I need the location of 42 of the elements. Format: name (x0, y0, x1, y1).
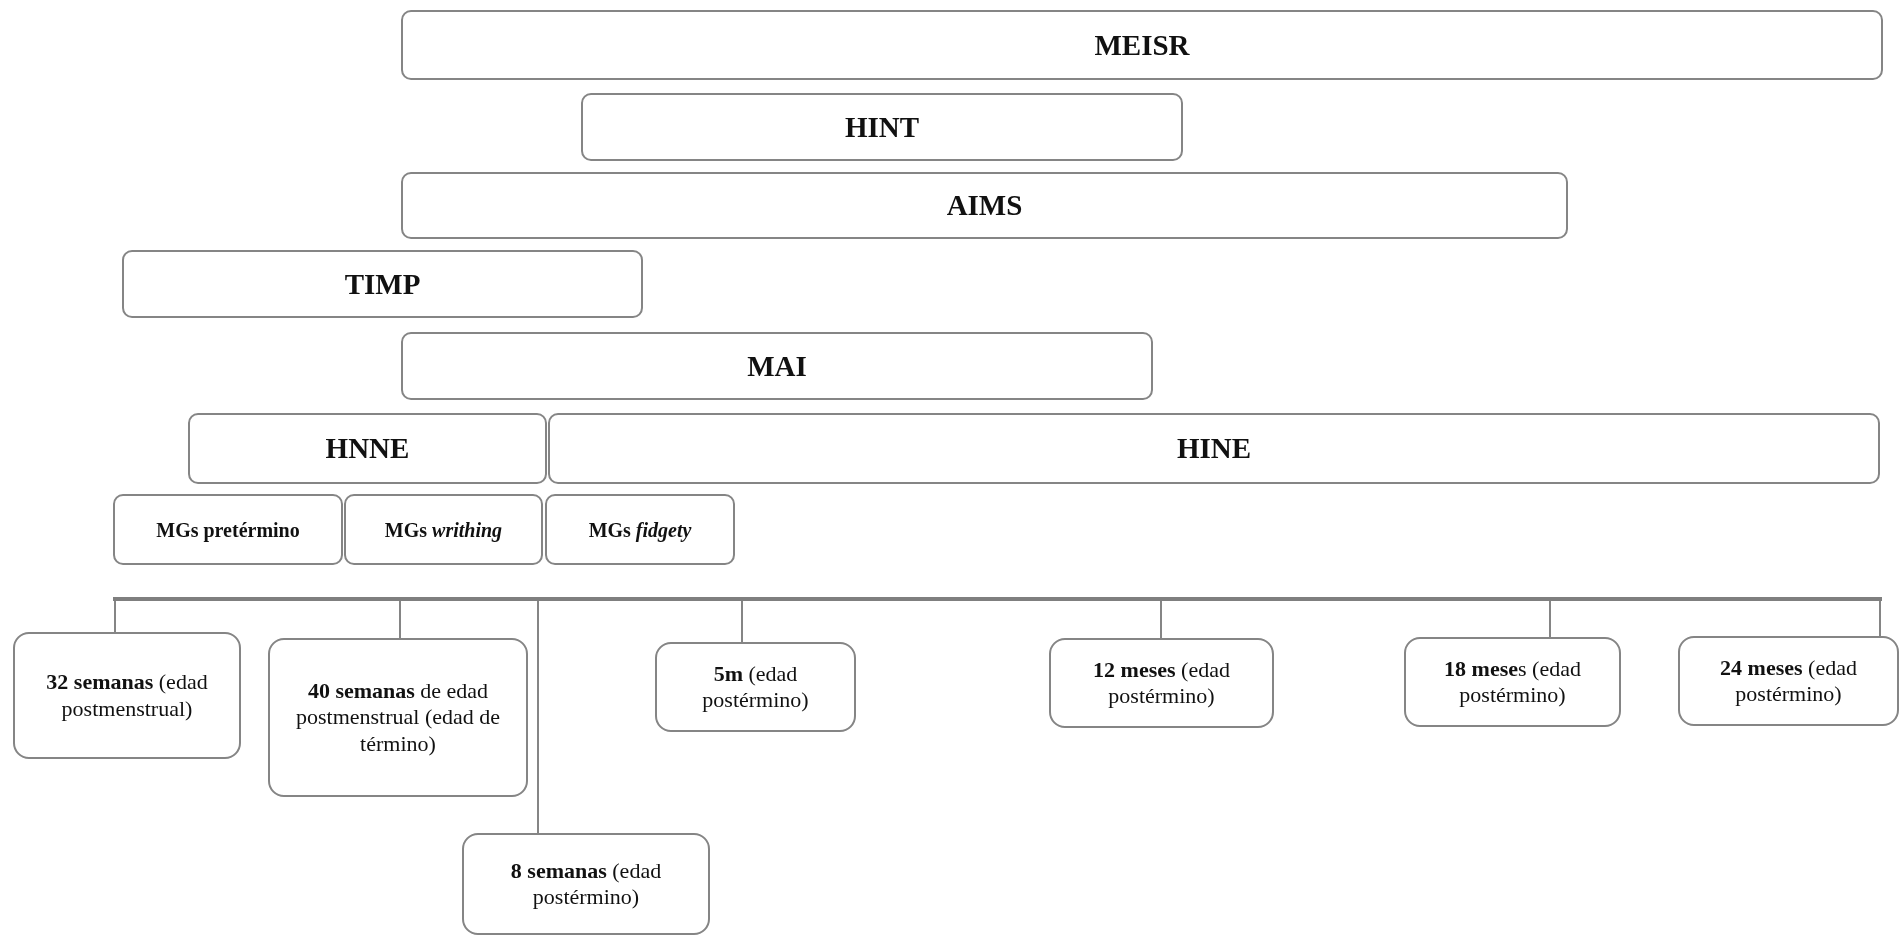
age-box (1404, 637, 1621, 727)
box-label: 32 semanas (edad postmenstrual) (45, 669, 209, 722)
box-label: MGs fidgety (588, 517, 692, 542)
box-label: TIMP (344, 266, 421, 302)
age-box (13, 632, 241, 759)
movement-box (545, 494, 735, 565)
age-box (655, 642, 856, 732)
box-label: MAI (747, 348, 807, 384)
age-box (268, 638, 528, 797)
movement-box (113, 494, 343, 565)
box-label: HINT (844, 109, 920, 145)
instrument-bar (188, 413, 547, 484)
box-label: 18 meses (edad postérmino) (1443, 655, 1582, 709)
connector-line (399, 600, 401, 639)
box-label: MGs writhing (384, 517, 503, 542)
connector-line (537, 600, 539, 834)
box-label: HNNE (325, 431, 410, 466)
connector-line (1160, 600, 1162, 639)
instrument-bar (581, 93, 1183, 161)
box-label: MGs pretérmino (156, 517, 300, 542)
box-label: MEISR (1094, 27, 1190, 63)
connector-line (114, 600, 116, 633)
connector-line (1879, 600, 1881, 637)
instrument-bar (401, 172, 1568, 239)
connector-line (741, 600, 743, 643)
timeline-bar (113, 597, 1882, 601)
box-label: 12 meses (edad postérmino) (1092, 656, 1231, 710)
instrument-bar (122, 250, 643, 318)
instrument-bar (401, 10, 1883, 80)
age-box (462, 833, 710, 935)
box-label: HINE (1176, 431, 1252, 466)
box-label: AIMS (946, 188, 1023, 223)
box-label: 24 meses (edad postérmino) (1719, 654, 1858, 708)
instrument-bar (401, 332, 1153, 400)
age-box (1049, 638, 1274, 728)
age-box (1678, 636, 1899, 726)
box-label: 40 semanas de edad postmenstrual (edad de término) (294, 677, 502, 758)
box-label: 5m (edad postérmino) (701, 660, 810, 714)
box-label: 8 semanas (edad postérmino) (509, 857, 663, 911)
connector-line (1549, 600, 1551, 638)
instrument-bar (548, 413, 1880, 484)
movement-box (344, 494, 543, 565)
